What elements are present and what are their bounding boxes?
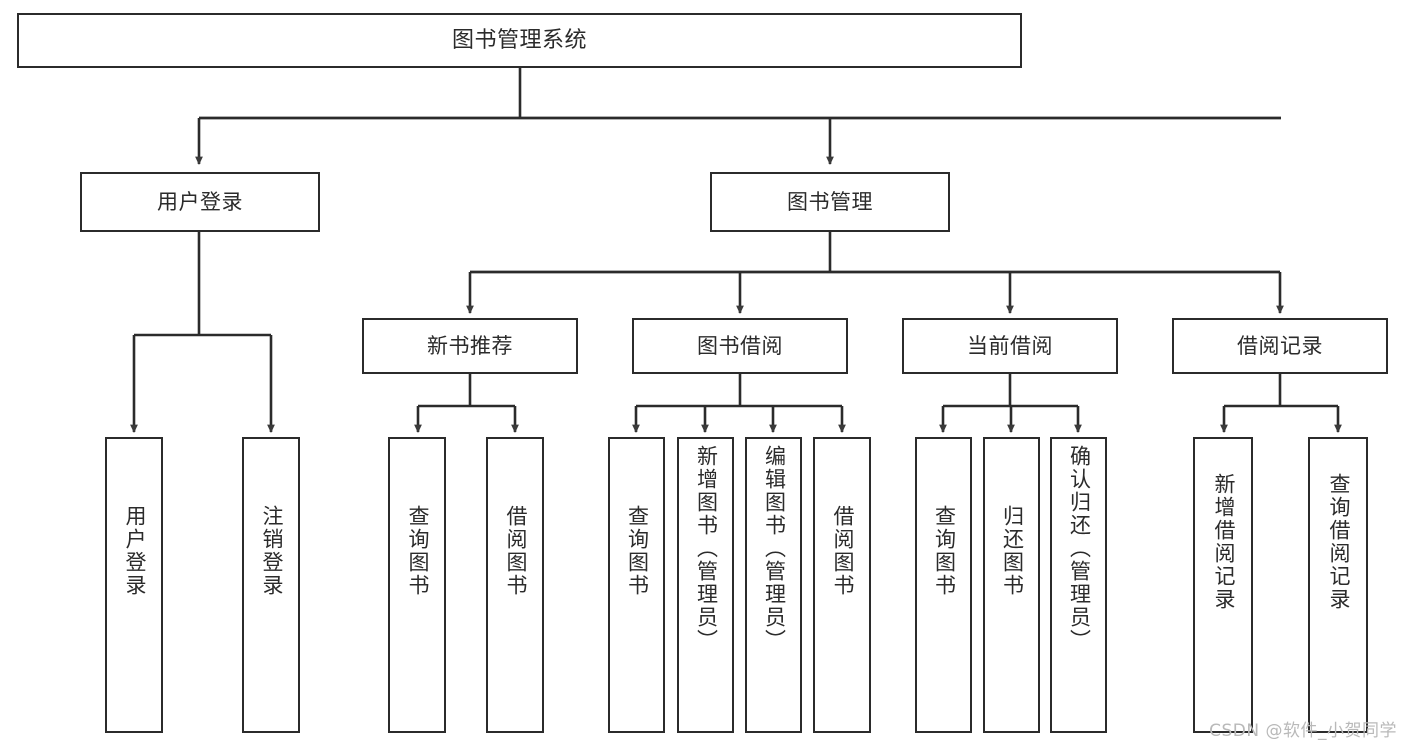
node-label: 查询图书 <box>405 505 430 597</box>
node-leaf-nb-borrow-book[interactable]: 借阅图书 <box>486 437 544 733</box>
node-label: 新书推荐 <box>427 333 513 358</box>
node-new-book-recommend[interactable]: 新书推荐 <box>362 318 578 374</box>
node-leaf-bb-add-book[interactable]: 新增图书（管理员） <box>677 437 734 733</box>
node-label: 新增借阅记录 <box>1211 473 1236 611</box>
node-label: 借阅记录 <box>1237 333 1323 358</box>
node-label: 借阅图书 <box>830 505 855 597</box>
node-label: 用户登录 <box>157 189 243 214</box>
node-label: 查询图书 <box>932 505 957 597</box>
node-leaf-br-add-record[interactable]: 新增借阅记录 <box>1193 437 1253 733</box>
node-label: 图书管理系统 <box>451 27 587 53</box>
node-book-management[interactable]: 图书管理 <box>710 172 950 232</box>
node-leaf-cb-query-book[interactable]: 查询图书 <box>915 437 972 733</box>
node-label: 编辑图书（管理员） <box>762 445 787 652</box>
node-label: 注销登录 <box>259 505 284 597</box>
node-borrow-record[interactable]: 借阅记录 <box>1172 318 1388 374</box>
node-user-login[interactable]: 用户登录 <box>80 172 320 232</box>
node-leaf-bb-query-book[interactable]: 查询图书 <box>608 437 665 733</box>
node-root-library-system[interactable]: 图书管理系统 <box>17 13 1022 68</box>
node-leaf-cb-confirm-return[interactable]: 确认归还（管理员） <box>1050 437 1107 733</box>
node-label: 归还图书 <box>1000 505 1025 597</box>
node-current-borrow[interactable]: 当前借阅 <box>902 318 1118 374</box>
node-label: 用户登录 <box>122 505 147 597</box>
node-label: 新增图书（管理员） <box>694 445 719 652</box>
node-label: 查询借阅记录 <box>1326 473 1351 611</box>
node-leaf-bb-edit-book[interactable]: 编辑图书（管理员） <box>745 437 802 733</box>
node-label: 确认归还（管理员） <box>1067 445 1092 652</box>
node-label: 图书借阅 <box>697 333 783 358</box>
node-leaf-bb-borrow-book[interactable]: 借阅图书 <box>813 437 871 733</box>
node-leaf-logout[interactable]: 注销登录 <box>242 437 300 733</box>
node-leaf-nb-query-book[interactable]: 查询图书 <box>388 437 446 733</box>
node-book-borrow[interactable]: 图书借阅 <box>632 318 848 374</box>
node-leaf-cb-return-book[interactable]: 归还图书 <box>983 437 1040 733</box>
watermark-text: CSDN @软件_小贺同学 <box>1209 721 1397 741</box>
node-leaf-user-login[interactable]: 用户登录 <box>105 437 163 733</box>
node-label: 当前借阅 <box>967 333 1053 358</box>
node-leaf-br-query-record[interactable]: 查询借阅记录 <box>1308 437 1368 733</box>
node-label: 查询图书 <box>625 505 650 597</box>
node-label: 图书管理 <box>787 189 873 214</box>
node-label: 借阅图书 <box>503 505 528 597</box>
